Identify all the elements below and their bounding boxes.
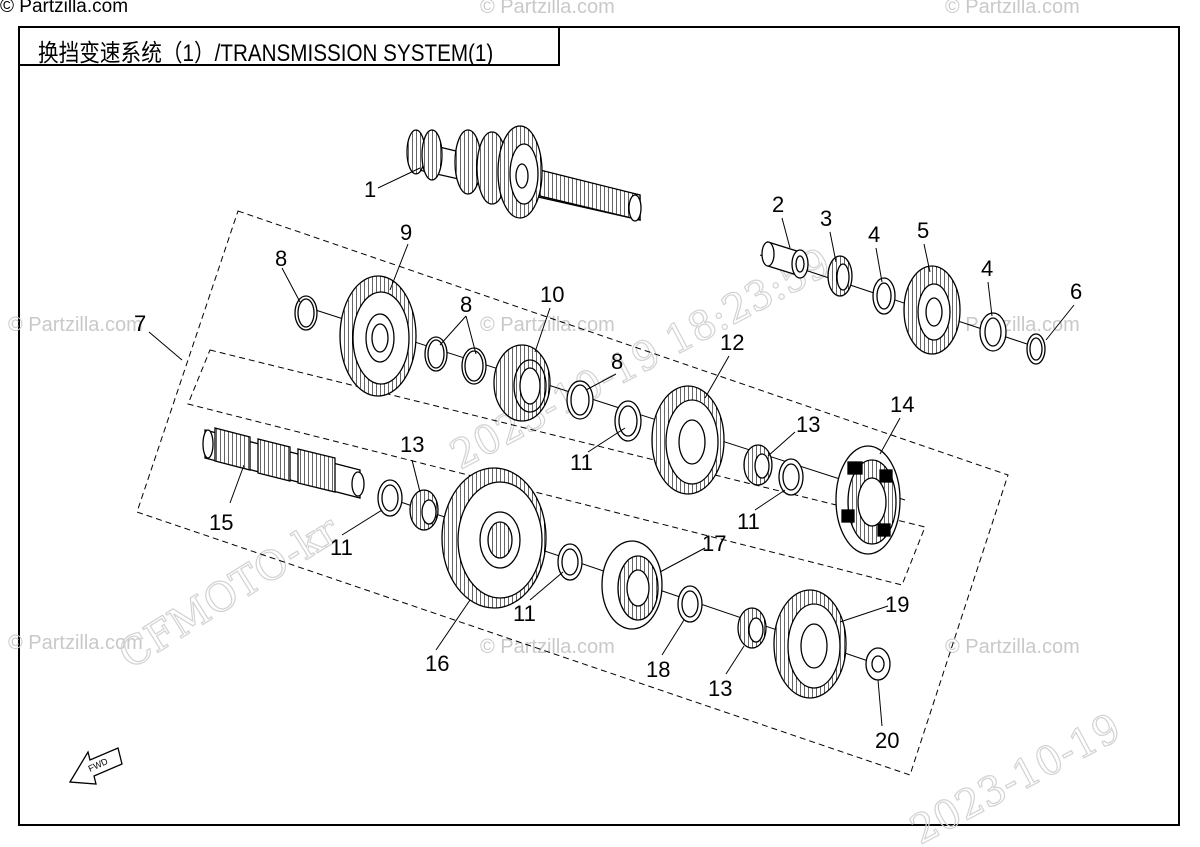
callout-11: 11 <box>330 535 353 560</box>
site-watermark: © Partzilla.com <box>8 314 143 336</box>
callout-11: 11 <box>737 509 760 534</box>
site-watermark: © Partzilla.com <box>8 632 143 654</box>
callout-1: 1 <box>364 177 376 202</box>
callout-8: 8 <box>275 246 287 271</box>
callout-13: 13 <box>796 412 820 437</box>
callout-4: 4 <box>981 256 993 281</box>
site-watermark: © Partzilla.com <box>945 636 1080 658</box>
site-watermark: © Partzilla.com <box>480 0 615 18</box>
title-box: 换挡变速系统（1）/TRANSMISSION SYSTEM(1) <box>18 26 560 67</box>
callout-19: 19 <box>885 592 909 617</box>
diagram-frame <box>18 26 1180 826</box>
page-title: 换挡变速系统（1）/TRANSMISSION SYSTEM(1) <box>38 40 494 67</box>
callout-9: 9 <box>400 220 412 245</box>
callout-12: 12 <box>720 330 744 355</box>
diagonal-watermark: 2023-10-19 <box>903 705 1128 847</box>
callout-2: 2 <box>772 192 784 217</box>
fwd-arrow-icon: FWD <box>68 747 123 785</box>
callout-8: 8 <box>611 349 623 374</box>
callout-11: 11 <box>570 450 593 475</box>
countershaft-upper-row <box>294 275 906 555</box>
callout-4: 4 <box>868 222 880 247</box>
callout-14: 14 <box>890 392 914 417</box>
callout-11: 11 <box>513 601 536 626</box>
site-watermark-corner: © Partzilla.com <box>0 0 129 17</box>
main-shaft-part-1 <box>406 125 642 222</box>
callout-15: 15 <box>209 510 233 535</box>
site-watermark: © Partzilla.com <box>945 0 1080 18</box>
lower-row-parts <box>377 467 891 699</box>
callout-17: 17 <box>702 531 726 556</box>
outer-dashed-group <box>136 210 1009 776</box>
callout-8: 8 <box>460 292 472 317</box>
callout-13: 13 <box>400 432 424 457</box>
site-watermark: © Partzilla.com <box>480 636 615 658</box>
callout-13: 13 <box>708 676 732 701</box>
upper-right-parts <box>759 241 1046 365</box>
callout-18: 18 <box>646 657 670 682</box>
callout-5: 5 <box>917 218 929 243</box>
site-watermark: © Partzilla.com <box>480 314 615 336</box>
callout-20: 20 <box>875 728 899 753</box>
callout-10: 10 <box>540 282 564 307</box>
output-shaft-part-15 <box>202 427 365 499</box>
callout-labels: 1 2 3 4 5 4 6 7 8 9 8 10 8 12 13 14 11 1… <box>134 177 1082 753</box>
leader-lines <box>148 167 1075 727</box>
callout-3: 3 <box>820 206 832 231</box>
callout-7: 7 <box>134 311 146 336</box>
site-watermark: © Partzilla.com <box>945 314 1080 336</box>
callout-16: 16 <box>425 651 449 676</box>
callout-6: 6 <box>1070 279 1082 304</box>
